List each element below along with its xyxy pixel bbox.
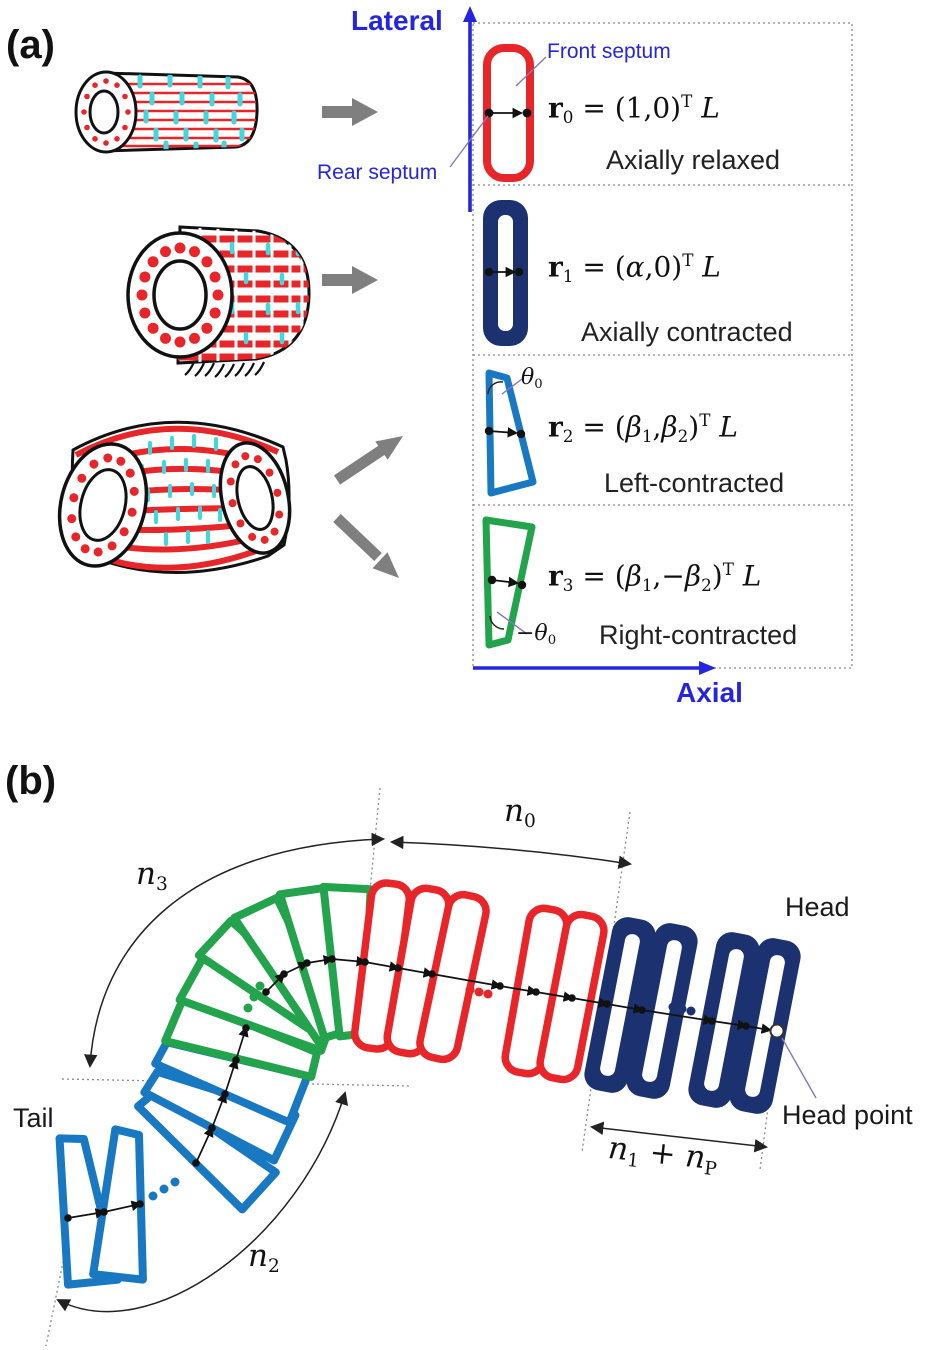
right-contracted-segment-shape (482, 516, 536, 649)
lateral-axis-label: Lateral (351, 5, 443, 36)
navy-ellipsis-dots (668, 1002, 696, 1016)
n1np-count-dimension (589, 1121, 769, 1153)
equation-r1: r1 = (α,0)T L (548, 250, 721, 286)
transform-arrow-down-icon (333, 514, 399, 578)
n3-label: n3 (136, 856, 168, 895)
bristles (184, 361, 266, 378)
bent-cylinder-illustration (57, 420, 292, 574)
state-name-contracted: Axially contracted (581, 317, 793, 347)
transform-arrow-up-icon (333, 436, 403, 485)
head-point-label: Head point (782, 1100, 913, 1130)
lateral-axis-arrow (463, 6, 477, 212)
neg-theta0-label: −θ0 (516, 621, 557, 649)
equation-r3: r3 = (β1,−β2)T L (548, 559, 762, 595)
n2-count-arc (56, 1091, 349, 1313)
tail-label: Tail (13, 1103, 54, 1133)
navy-segments (581, 914, 804, 1117)
axial-axis-label: Axial (676, 677, 743, 708)
relaxed-cylinder-illustration (74, 70, 259, 154)
n0-label: n0 (504, 793, 536, 832)
axially-contracted-segment-shape (483, 200, 528, 346)
state-name-right-contracted: Right-contracted (599, 620, 798, 650)
theta0-label: θ0 (521, 365, 543, 393)
left-contracted-segment-shape (484, 369, 537, 497)
state-name-relaxed: Axially relaxed (606, 145, 781, 175)
blue-ellipsis-dots (148, 1177, 180, 1201)
panel-a-label: (a) (6, 23, 55, 67)
equation-r0: r0 = (1,0)T L (548, 91, 720, 127)
relaxed-segment-shape (449, 44, 547, 182)
equation-r2: r2 = (β1,β2)T L (548, 410, 738, 446)
rear-septum-label: Rear septum (317, 161, 438, 184)
n3-count-arc (83, 832, 386, 1069)
panel-b-label: (b) (5, 759, 57, 803)
head-label: Head (785, 892, 850, 922)
body-spine (64, 955, 773, 1222)
front-septum-label: Front septum (547, 40, 671, 63)
transform-arrow-icon (322, 98, 378, 294)
head-point-marker (769, 1023, 817, 1099)
state-panel-border (472, 22, 853, 669)
red-ellipsis-dots (465, 985, 493, 999)
n0-count-dimension (389, 835, 633, 869)
n2-label: n2 (248, 1238, 280, 1277)
axial-axis-arrow (473, 661, 716, 675)
state-name-left-contracted: Left-contracted (604, 468, 785, 498)
contracted-cylinder-illustration (126, 225, 311, 378)
green-ellipsis-dots (243, 981, 265, 1013)
